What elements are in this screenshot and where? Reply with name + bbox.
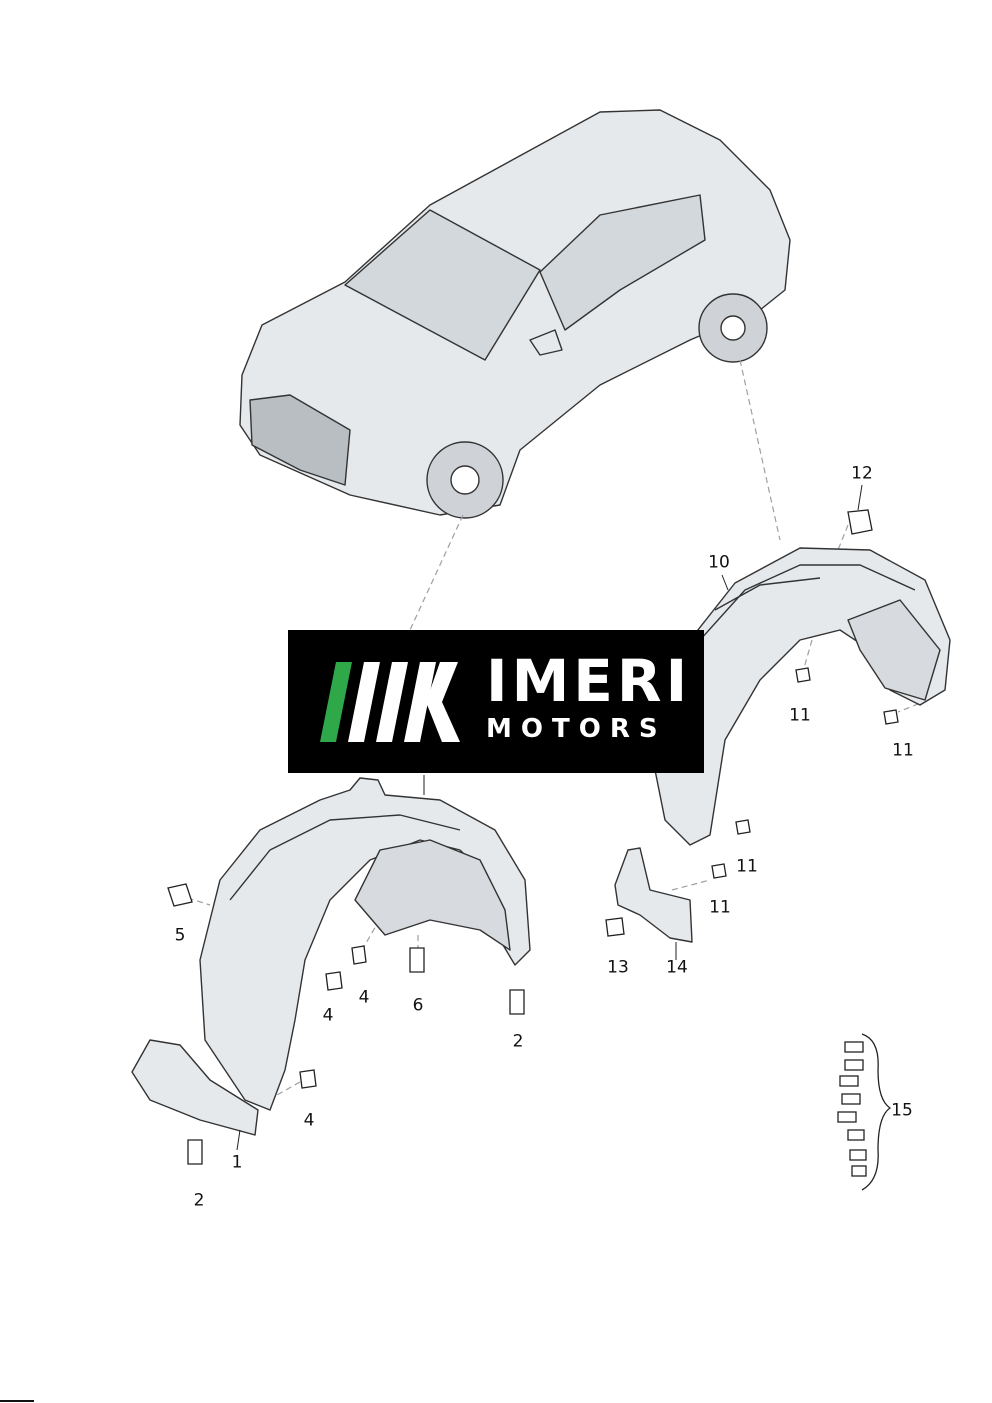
clip-5-icon — [167, 883, 193, 907]
callout-2: 2 — [193, 1190, 205, 1211]
screw-11-icon — [795, 667, 811, 683]
brand-name: IMERI — [486, 647, 692, 715]
front-wheel-liner — [199, 777, 531, 1111]
brand-stripes-icon — [320, 662, 460, 742]
callout-2: 2 — [512, 1031, 524, 1052]
screw-11-icon — [711, 863, 727, 879]
car-rear-wheel-hub — [720, 315, 746, 341]
brand-banner: IMERI MOTORS — [288, 630, 704, 773]
screw-4-icon — [299, 1069, 317, 1089]
fasteners — [167, 509, 899, 1165]
callout-1: 1 — [231, 1152, 243, 1173]
car-windshield — [344, 209, 541, 361]
callout-13: 13 — [607, 957, 629, 978]
bottom-rule — [0, 1400, 34, 1402]
callout-5: 5 — [174, 925, 186, 946]
car-side-windows — [539, 194, 706, 331]
screw-11-icon — [735, 819, 751, 835]
bracket-14 — [614, 847, 693, 943]
screw-2-icon — [509, 989, 525, 1015]
car-mirror — [529, 329, 563, 356]
callout-10: 10 — [708, 552, 730, 573]
car-grille — [249, 394, 351, 486]
callout-11: 11 — [892, 740, 914, 761]
car-front-wheel-hub — [450, 465, 480, 495]
callout-4: 4 — [358, 987, 370, 1008]
label-ticks — [236, 484, 863, 1151]
callout-11: 11 — [709, 897, 731, 918]
screw-2-icon — [187, 1139, 203, 1165]
screw-4-icon — [325, 971, 343, 991]
screw-4-icon — [351, 945, 367, 965]
callout-15: 15 — [891, 1100, 913, 1121]
brand-subtitle: MOTORS — [486, 714, 667, 744]
callout-11: 11 — [736, 856, 758, 877]
clip-13-icon — [605, 917, 625, 937]
callout-4: 4 — [303, 1110, 315, 1131]
front-liner-extension — [131, 1039, 259, 1136]
callout-4: 4 — [322, 1005, 334, 1026]
rear-wheel-liner — [654, 547, 951, 846]
fastener-set-15 — [837, 1033, 892, 1191]
callout-11: 11 — [789, 705, 811, 726]
screw-6-icon — [409, 947, 425, 973]
callout-6: 6 — [412, 995, 424, 1016]
callout-14: 14 — [666, 957, 688, 978]
callout-12: 12 — [851, 463, 873, 484]
screw-11-icon — [883, 709, 899, 725]
clip-12-icon — [847, 509, 873, 535]
car-illustration — [239, 109, 791, 519]
